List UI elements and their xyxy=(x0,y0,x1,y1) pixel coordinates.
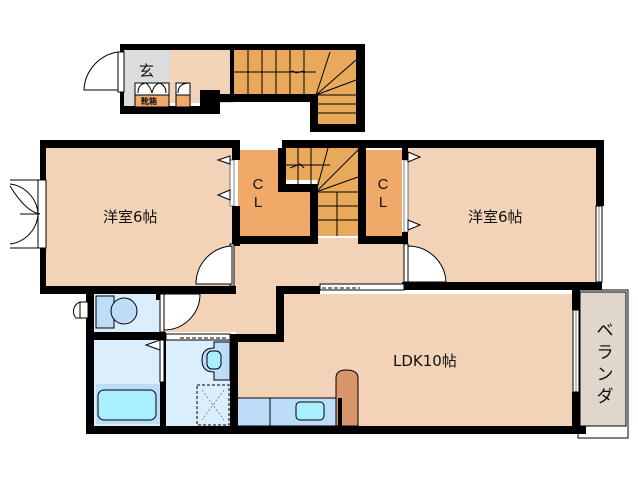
closet-left-label: C L xyxy=(248,176,268,212)
toilet-bowl xyxy=(110,297,138,325)
balcony-char: ラ xyxy=(596,343,614,363)
balcony-char: ベ xyxy=(596,321,614,341)
closet-left-letter-l: L xyxy=(253,194,263,211)
entrance-door-swing xyxy=(83,51,119,91)
ldk-sliding-door xyxy=(319,283,405,291)
balcony-floor xyxy=(579,291,627,427)
closet-right-letter-c: C xyxy=(377,176,389,193)
closet-left xyxy=(238,150,310,236)
exterior-door-swing-bottom xyxy=(9,213,39,245)
western-room-left-floor xyxy=(46,148,232,286)
corridor-floor xyxy=(232,238,404,288)
western-room-left-label: 洋室6帖 xyxy=(103,208,158,226)
shoe-cabinet-label: 靴箱 xyxy=(141,97,157,106)
walls xyxy=(40,140,604,434)
balcony-char: ダ xyxy=(596,387,614,407)
closet-right xyxy=(364,150,402,236)
middle-stairs xyxy=(286,148,358,180)
bathtub xyxy=(97,389,157,421)
kitchen-sink xyxy=(295,401,325,421)
toilet-door-swing xyxy=(163,293,201,331)
entrance-section xyxy=(83,44,365,132)
closet-right-letter-l: L xyxy=(378,194,388,211)
washroom-sliding-door xyxy=(165,333,231,341)
left-room-door-swing xyxy=(195,245,233,285)
ldk-label: LDK10帖 xyxy=(393,352,457,370)
exterior-door-swing-top xyxy=(9,183,39,215)
balcony-char: ン xyxy=(596,365,614,385)
main-floor xyxy=(9,140,629,439)
balcony-label: ベ ラ ン ダ xyxy=(595,320,615,408)
washing-machine-space xyxy=(196,384,230,426)
wall xyxy=(120,44,365,50)
entrance-label: 玄 xyxy=(139,62,155,80)
shoe-cabinet xyxy=(134,94,170,108)
right-room-door-swing xyxy=(407,245,447,283)
western-room-right-label: 洋室6帖 xyxy=(468,208,523,226)
closet-left-letter-c: C xyxy=(252,176,264,193)
closet-right-label: C L xyxy=(373,176,393,212)
